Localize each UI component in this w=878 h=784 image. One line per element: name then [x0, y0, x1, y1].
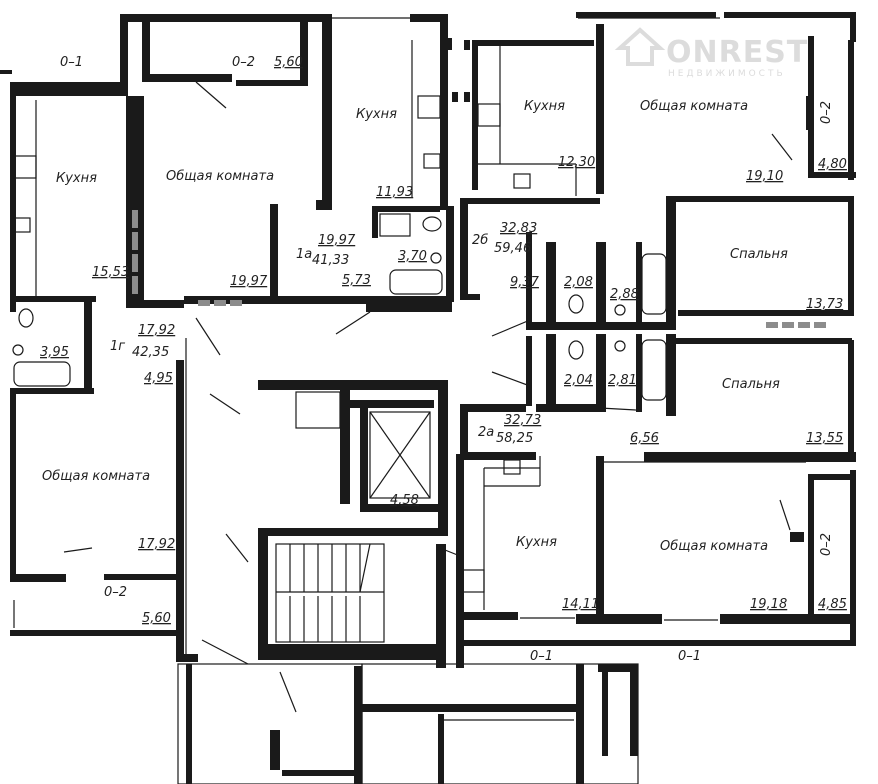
- living-4-label: Общая комната: [660, 539, 768, 554]
- partitions: [35, 40, 806, 713]
- balcony-type-0-2-c: 0–2: [819, 533, 834, 556]
- entry-block: [177, 663, 639, 784]
- balcony-type-0-2-b: 0–2: [819, 101, 834, 124]
- balcony-type-0-1-c: 0–1: [678, 649, 701, 664]
- apartment-1g-living: 17,92: [138, 323, 175, 338]
- structural-columns: [132, 38, 826, 328]
- bath-2a-area: 2,81: [608, 373, 637, 388]
- wc-2a-area: 2,04: [564, 373, 593, 388]
- living-2-label: Общая комната: [166, 169, 274, 184]
- watermark-sub: НЕДВИЖИМОСТЬ: [668, 69, 786, 79]
- bath-1a-area: 3,70: [398, 249, 427, 264]
- hall-2a-area: 6,56: [630, 431, 659, 446]
- apartment-2a-living: 32,73: [504, 413, 541, 428]
- watermark-brand: ONREST: [666, 35, 808, 70]
- kitchen-3-label: Кухня: [56, 171, 97, 186]
- kitchen-1-area: 11,93: [376, 185, 413, 200]
- bedroom-2-label: Спальня: [722, 377, 780, 392]
- balcony-area-c: 4,85: [818, 597, 847, 612]
- living-1-label: Общая комната: [640, 99, 748, 114]
- bath-1g-area: 3,95: [40, 345, 69, 360]
- bedroom-1-area: 13,73: [806, 297, 843, 312]
- bath-2b-area: 2,88: [610, 287, 639, 302]
- kitchen-2-area: 12,30: [558, 155, 595, 170]
- balcony-area-a: 5,60: [274, 55, 303, 70]
- living-3-label: Общая комната: [42, 469, 150, 484]
- living-4-area: 19,18: [750, 597, 787, 612]
- apartment-1a-id: 1а: [296, 247, 312, 262]
- kitchen-2-label: Кухня: [524, 99, 565, 114]
- kitchen-4-label: Кухня: [516, 535, 557, 550]
- watermark: ONREST НЕДВИЖИМОСТЬ: [614, 27, 808, 79]
- apartment-1g-id: 1г: [110, 339, 125, 354]
- living-2-area: 19,97: [230, 274, 268, 289]
- wc-2b-area: 2,08: [564, 275, 593, 290]
- hall-1g-area: 4,95: [144, 371, 173, 386]
- balcony-area-d: 5,60: [142, 611, 171, 626]
- apartment-2b-living: 32,83: [500, 221, 537, 236]
- apartment-2a-total: 58,25: [496, 431, 533, 446]
- apartment-1a-living: 19,97: [318, 233, 356, 248]
- elevator-area: 4,58: [390, 493, 419, 508]
- outer-walls: [0, 12, 856, 668]
- balcony-type-0-2-d: 0–2: [104, 585, 127, 600]
- kitchen-4-area: 14,11: [562, 597, 599, 612]
- apartment-2a-id: 2а: [478, 425, 494, 440]
- hall-1a-area: 5,73: [342, 273, 371, 288]
- living-3-area: 17,92: [138, 537, 175, 552]
- balcony-type-0-1-a: 0–1: [60, 55, 83, 70]
- apartment-2b-id: 2б: [472, 233, 488, 248]
- fixtures: [12, 95, 667, 643]
- living-1-area: 19,10: [746, 169, 783, 184]
- balcony-type-0-1-b: 0–1: [530, 649, 553, 664]
- balcony-type-0-2-a: 0–2: [232, 55, 255, 70]
- apartment-1a-total: 41,33: [312, 253, 349, 268]
- bedroom-2-area: 13,55: [806, 431, 843, 446]
- kitchen-3-area: 15,53: [92, 265, 129, 280]
- bedroom-1-label: Спальня: [730, 247, 788, 262]
- balcony-area-b: 4,80: [818, 157, 847, 172]
- staircase: [275, 543, 385, 643]
- hall-2b-area: 9,37: [510, 275, 540, 290]
- kitchen-1-label: Кухня: [356, 107, 397, 122]
- apartment-2b-total: 59,46: [494, 241, 531, 256]
- room-labels: 0–1 0–2 5,60 Кухня 11,93 Кухня 12,30 Общ…: [40, 55, 847, 664]
- windows: [11, 17, 853, 628]
- apartment-1g-total: 42,35: [132, 345, 169, 360]
